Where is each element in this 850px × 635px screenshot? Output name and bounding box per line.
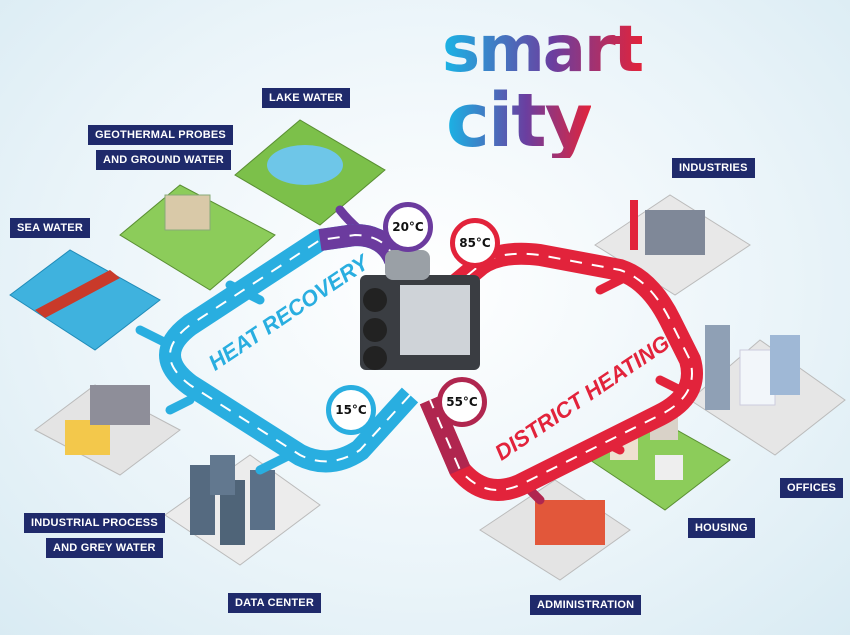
label-industrial-1: INDUSTRIAL PROCESS [24, 513, 165, 533]
pin-20c: 20°C [383, 202, 433, 252]
label-lake-water: LAKE WATER [262, 88, 350, 108]
pin-85c: 85°C [450, 218, 500, 268]
heat-pump-machine [360, 250, 480, 370]
pin-15c: 15°C [326, 385, 376, 435]
label-data-center: DATA CENTER [228, 593, 321, 613]
geothermal-tile [119, 184, 276, 291]
label-geothermal-2: AND GROUND WATER [96, 150, 231, 170]
label-industrial-2: AND GREY WATER [46, 538, 163, 558]
sea-tile [9, 249, 161, 351]
title-smart: smart [442, 13, 644, 87]
pin-55c: 55°C [437, 377, 487, 427]
label-offices: OFFICES [780, 478, 844, 498]
title-city: city [446, 78, 593, 164]
tiles [9, 119, 846, 581]
district-heating-loop [419, 242, 703, 501]
label-industries: INDUSTRIES [672, 158, 755, 178]
label-sea-water: SEA WATER [10, 218, 90, 238]
label-geothermal-1: GEOTHERMAL PROBES [88, 125, 233, 145]
label-housing: HOUSING [688, 518, 755, 538]
label-administration: ADMINISTRATION [530, 595, 642, 615]
